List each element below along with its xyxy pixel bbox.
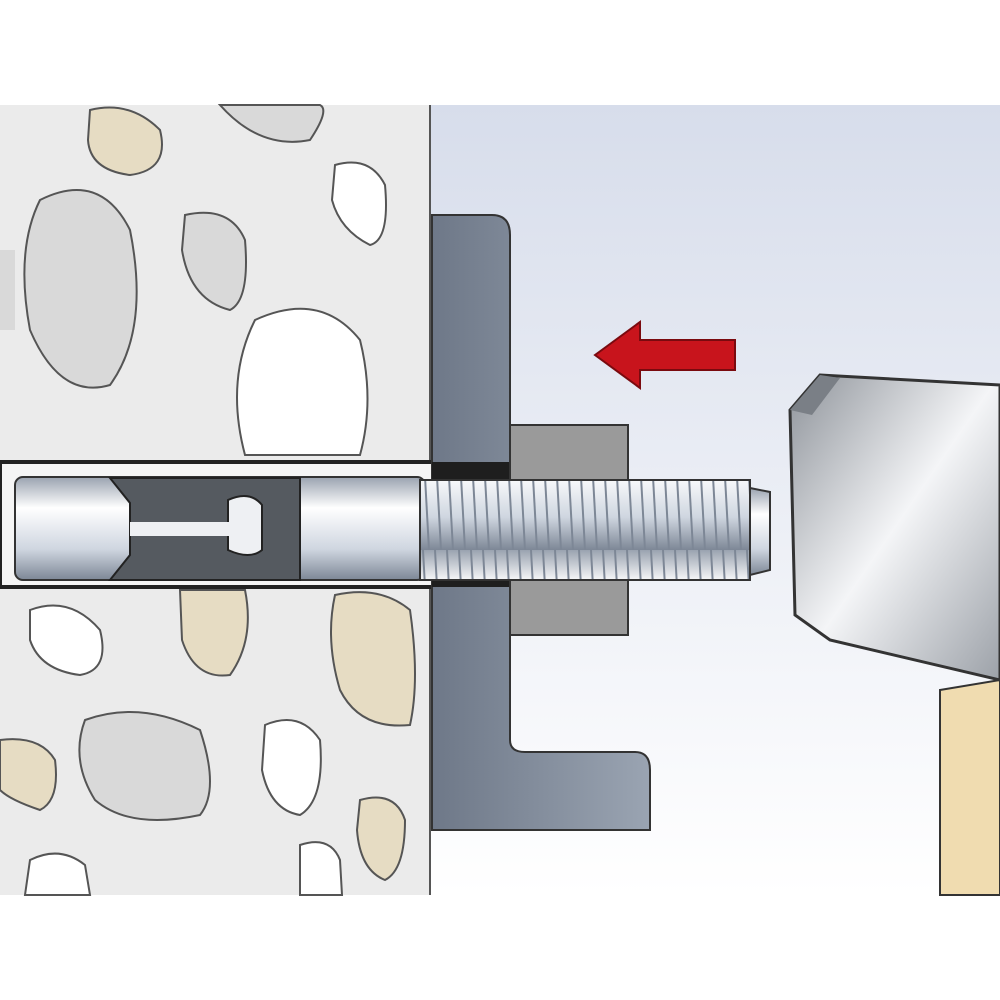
hammer [788, 373, 1000, 896]
direction-arrow [593, 320, 736, 390]
expansion-sleeve [107, 477, 301, 581]
wedge-anchor-bolt [14, 476, 771, 581]
